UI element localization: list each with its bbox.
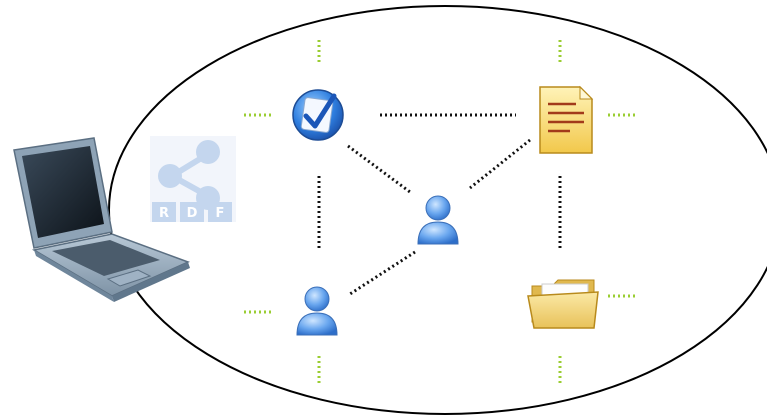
link-lines bbox=[317, 113, 562, 296]
user-icon-bottom bbox=[296, 286, 338, 336]
user-icon-center bbox=[417, 195, 459, 245]
rdf-letter-r: R bbox=[159, 206, 169, 221]
link-document-user-center bbox=[469, 138, 531, 190]
rdf-letter-f: F bbox=[216, 206, 225, 221]
link-task-user-center bbox=[347, 144, 411, 194]
laptop-icon bbox=[13, 137, 190, 302]
rdf-logo-icon: R D F bbox=[150, 136, 236, 222]
folder-icon bbox=[527, 279, 599, 329]
stub-lines bbox=[244, 40, 638, 384]
link-user-center-user-bottom bbox=[349, 250, 416, 296]
rdf-letter-d: D bbox=[187, 206, 198, 221]
checkmark-task-icon bbox=[292, 89, 344, 141]
network-boundary bbox=[108, 5, 767, 415]
document-icon bbox=[539, 85, 594, 154]
